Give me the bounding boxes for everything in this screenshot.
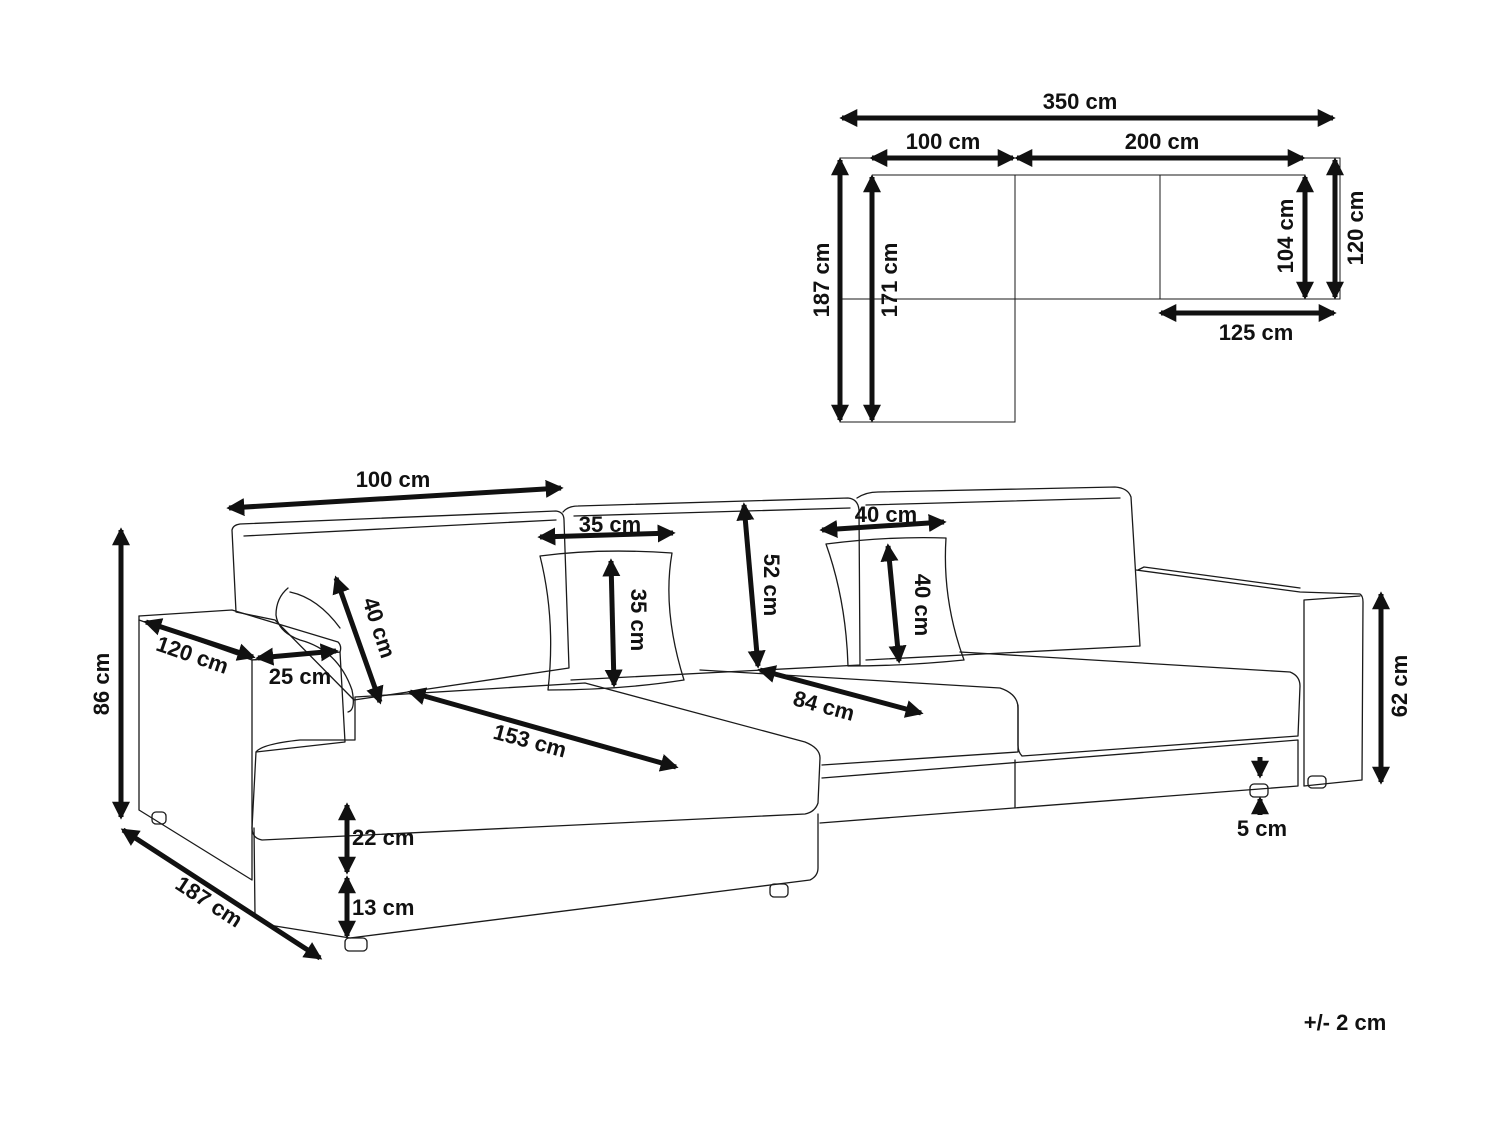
label-chaise-seat-length: 171 cm [877,243,902,318]
arrow-pillow-large-height [880,543,907,664]
label-height-total: 86 cm [89,653,114,715]
label-pillow-large-width: 40 cm [855,502,917,527]
arrow-backrest-height [736,502,766,669]
label-pillow-width: 35 cm [579,512,641,537]
leg-front-right [1249,783,1269,798]
seat-cushion-middle [699,669,1019,766]
floor-plan-seat-outline [872,174,1306,299]
arrow-pillow-height [602,558,623,688]
backrest-middle [562,497,861,681]
leg-back-left [151,811,167,825]
arrow-chaise-length [407,687,679,772]
armrest-right [1135,566,1364,787]
label-total-depth: 187 cm [809,243,834,318]
label-back-width: 100 cm [356,467,431,492]
backrest-right-inner [865,497,1121,506]
label-base-height: 13 cm [352,895,414,920]
arrow-seat-depth [757,665,924,718]
backrest-right [856,486,1141,661]
arrow-back-width [226,479,564,517]
sofa-dimensions: 100 cm 86 cm 120 cm 25 cm 40 cm 35 cm 35… [89,467,1412,961]
backrest-middle-inner [573,507,851,517]
label-backrest-height: 52 cm [759,554,784,616]
label-seat-depth: 104 cm [1273,199,1298,274]
label-main-depth: 120 cm [1343,191,1368,266]
label-total-width: 350 cm [1043,89,1118,114]
label-pillow-height: 35 cm [626,589,651,651]
arrow-pillow-width [537,524,676,546]
arrow-side-depth [120,827,323,961]
seat-cushion-right [959,651,1301,757]
sofa-drawing [138,486,1364,952]
label-pillow-large-height: 40 cm [910,574,935,636]
label-armrest-width: 25 cm [269,664,331,689]
arrow-armrest-length [143,618,256,661]
arrow-cushion-small-height [332,575,384,705]
leg-front-left [344,937,368,952]
arrow-pillow-large-width [819,514,947,538]
floor-plan: 350 cm 100 cm 200 cm 187 cm 171 cm 104 c… [809,89,1368,423]
sofa-base-right [819,739,1299,824]
label-main-width: 200 cm [1125,129,1200,154]
leg-back-right [1307,775,1327,789]
arrow-armrest-width [255,643,339,666]
chaise-base [253,813,819,939]
label-seat-height: 22 cm [352,825,414,850]
label-chaise-width: 100 cm [906,129,981,154]
leg-front-chaise [769,883,789,898]
backrest-chaise-inner [243,519,557,537]
pillow-small [539,550,685,691]
tolerance-note: +/- 2 cm [1304,1010,1387,1035]
floor-plan-outline [839,157,1341,423]
chaise-seat-cushion [251,682,821,841]
label-leg-height: 5 cm [1237,816,1287,841]
label-armrest-to-edge: 125 cm [1219,320,1294,345]
label-arm-height: 62 cm [1387,655,1412,717]
